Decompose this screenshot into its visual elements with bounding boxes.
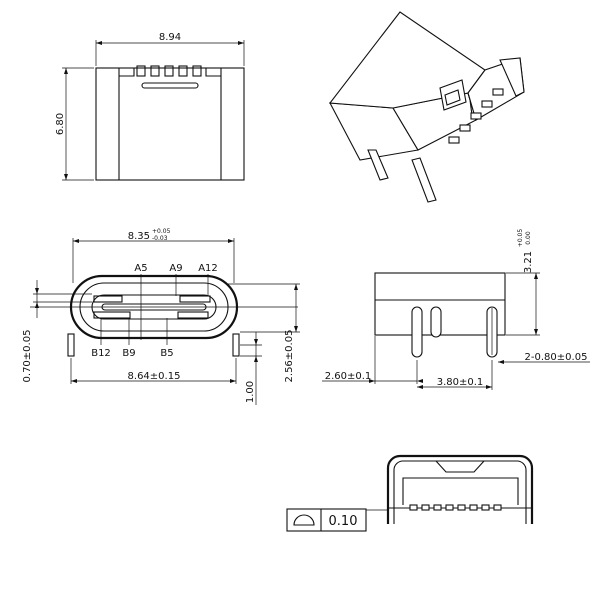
front-height-label: 2.56±0.05 xyxy=(284,330,295,383)
tolerance-frame: 0.10 xyxy=(286,508,367,532)
top-height-label: 6.80 xyxy=(55,113,66,135)
iso-side-pin xyxy=(411,157,437,203)
tolerance-value: 0.10 xyxy=(329,514,358,529)
side-height-tol-top: +0.05 xyxy=(517,229,524,248)
rear-latch xyxy=(434,460,486,473)
front-offset-label: 0.70±0.05 xyxy=(22,330,33,383)
pin-label-a9: A9 xyxy=(169,263,182,274)
top-view-contacts xyxy=(136,65,202,77)
pin-label-b12: B12 xyxy=(91,348,111,359)
top-view-outline xyxy=(95,67,245,181)
tolerance-box xyxy=(286,508,367,532)
pin-label-b9: B9 xyxy=(122,348,135,359)
rear-view xyxy=(366,454,534,524)
top-view-slot xyxy=(141,82,199,89)
front-width-tol-top: +0.05 xyxy=(152,228,171,235)
front-contacts xyxy=(93,295,211,319)
top-view-shell-steps xyxy=(119,68,221,77)
side-pin-label: 2-0.80±0.05 xyxy=(525,352,588,363)
side-left-label: 2.60±0.1 xyxy=(325,371,372,382)
front-left-pin xyxy=(67,333,75,357)
front-width-tol-bottom: -0.03 xyxy=(152,235,168,242)
side-pitch-label: 3.80±0.1 xyxy=(437,377,484,388)
side-height-main-label: 3.21 xyxy=(523,251,534,273)
iso-latch-window xyxy=(444,89,461,106)
front-width-main-label: 8.35 xyxy=(128,231,150,242)
pin-label-b5: B5 xyxy=(160,348,173,359)
pin-label-a5: A5 xyxy=(134,263,147,274)
top-view: 8.94 6.80 xyxy=(55,32,245,181)
iso-front-pin xyxy=(367,149,389,181)
front-view: 8.35 +0.05 -0.03 A5 A9 A12 B12 B9 B5 xyxy=(22,228,300,405)
iso-contacts xyxy=(448,88,504,144)
side-view: 3.21 +0.05 0.00 2.60±0.1 3.80±0.1 2-0.80… xyxy=(322,229,590,390)
top-width-label: 8.94 xyxy=(159,32,181,43)
side-height-tol-bottom: 0.00 xyxy=(525,231,532,245)
rear-shell xyxy=(386,454,534,524)
rear-contacts xyxy=(409,504,502,511)
side-pin-left xyxy=(411,306,423,358)
front-right-pin xyxy=(232,333,240,357)
pin-label-a12: A12 xyxy=(198,263,218,274)
side-pin-center xyxy=(430,306,442,338)
isometric-view xyxy=(328,11,525,203)
rear-housing xyxy=(402,477,519,505)
front-pitch-label: 8.64±0.15 xyxy=(128,371,181,382)
profile-of-surface-icon xyxy=(293,514,315,526)
iso-bracket-tab xyxy=(499,57,525,97)
front-pin-length-label: 1.00 xyxy=(245,381,256,403)
iso-top-face xyxy=(328,11,486,109)
